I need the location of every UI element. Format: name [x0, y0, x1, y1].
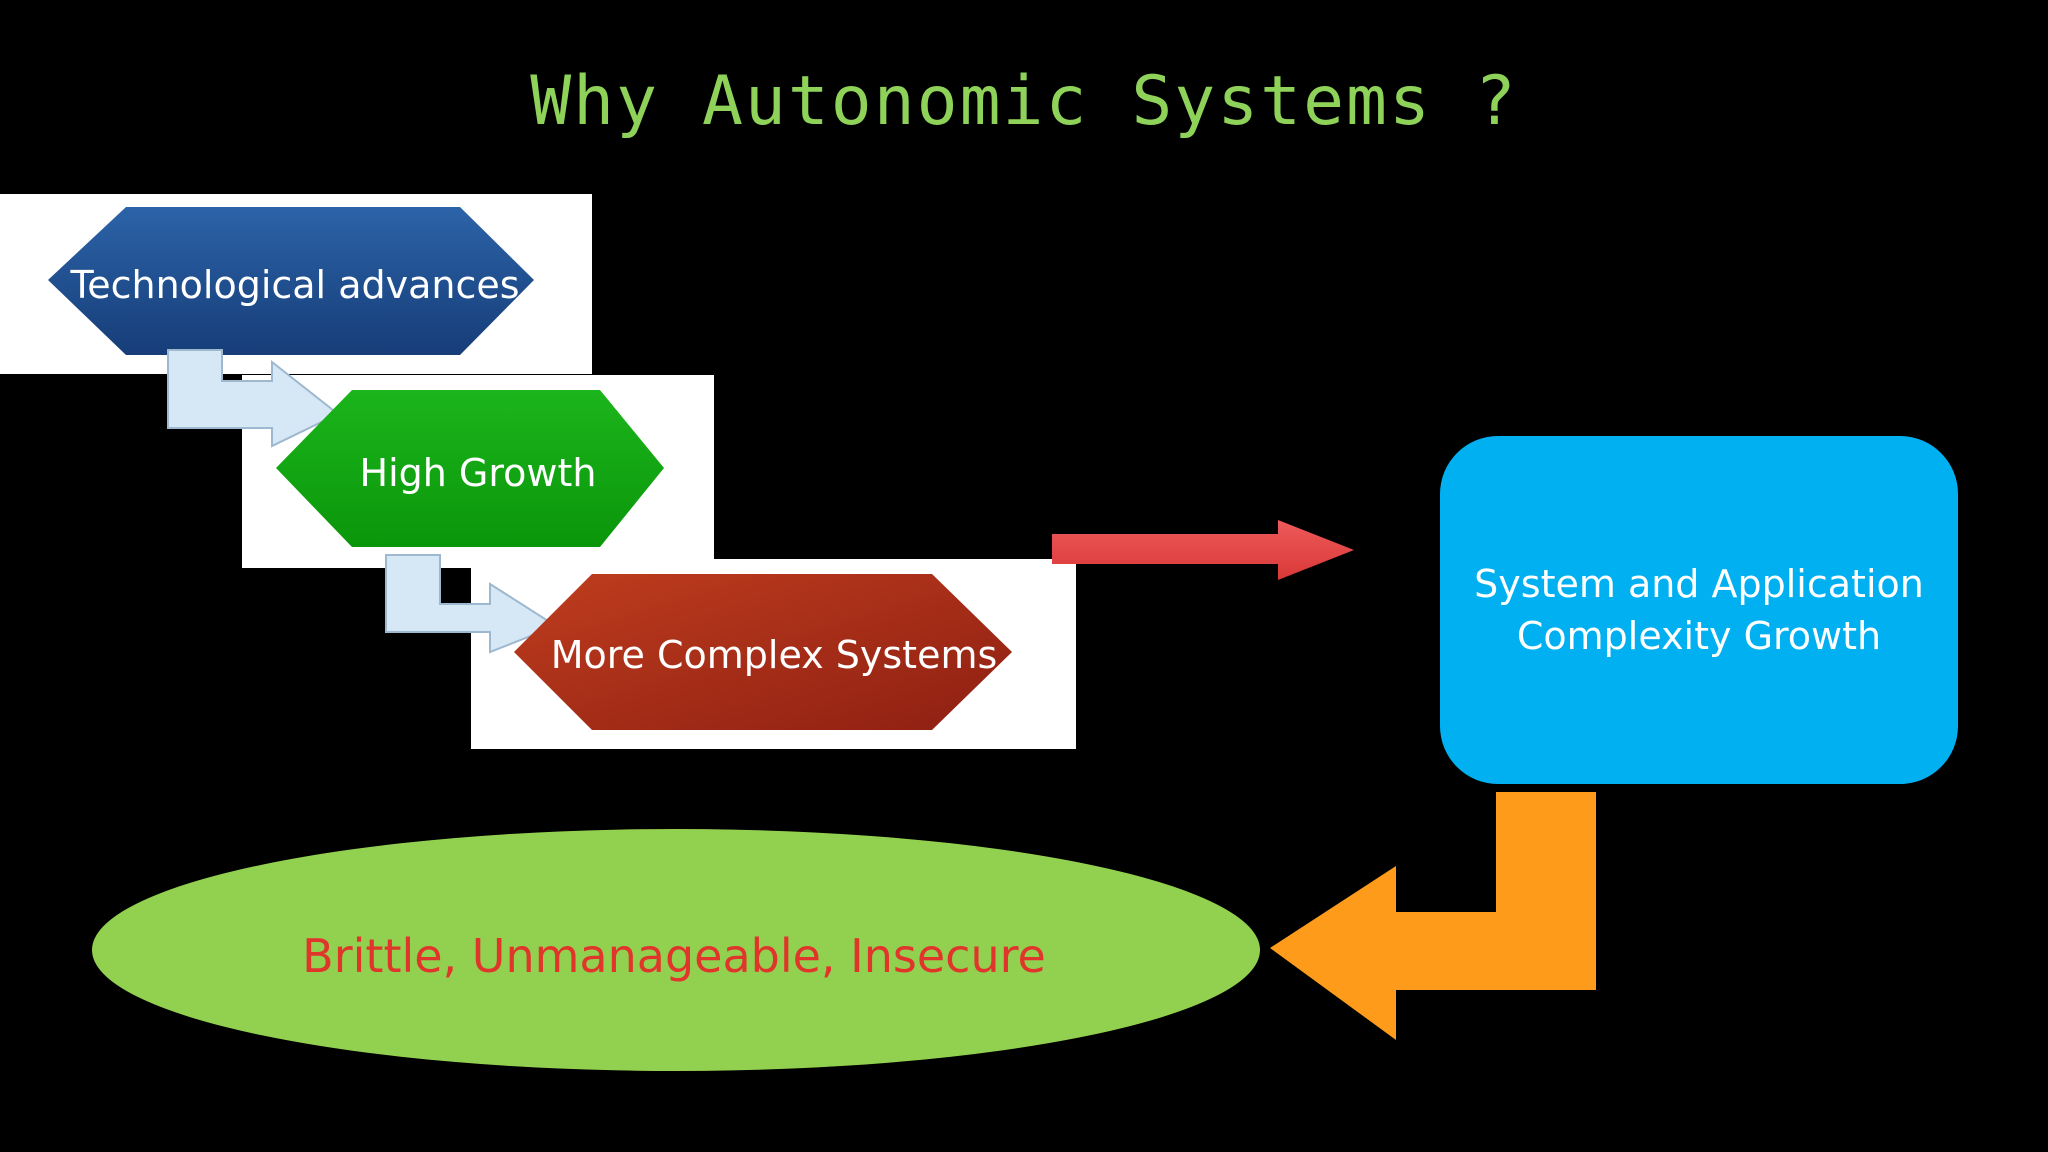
step2-hexagon [276, 390, 664, 547]
complexity-box-text: System and Application Complexity Growth [1440, 436, 1958, 784]
complexity-box-line2: Complexity Growth [1516, 614, 1882, 658]
step1-label: Technological advances [69, 263, 519, 307]
orange-arrow [1270, 792, 1596, 1040]
bent-arrow-2 [385, 554, 559, 654]
step2-label: High Growth [360, 451, 597, 495]
step1-hexagon [48, 207, 534, 355]
step3-label: More Complex Systems [551, 633, 998, 677]
result-label: Brittle, Unmanageable, Insecure [302, 929, 1046, 983]
complexity-box [1440, 436, 1958, 784]
result-ellipse [92, 829, 1260, 1071]
step3-hexagon [514, 574, 1012, 730]
bent-arrow-1 [167, 349, 340, 448]
red-arrow [1052, 520, 1354, 580]
slide-title: Why Autonomic Systems ? [530, 62, 1518, 141]
complexity-box-line1: System and Application [1474, 562, 1924, 606]
